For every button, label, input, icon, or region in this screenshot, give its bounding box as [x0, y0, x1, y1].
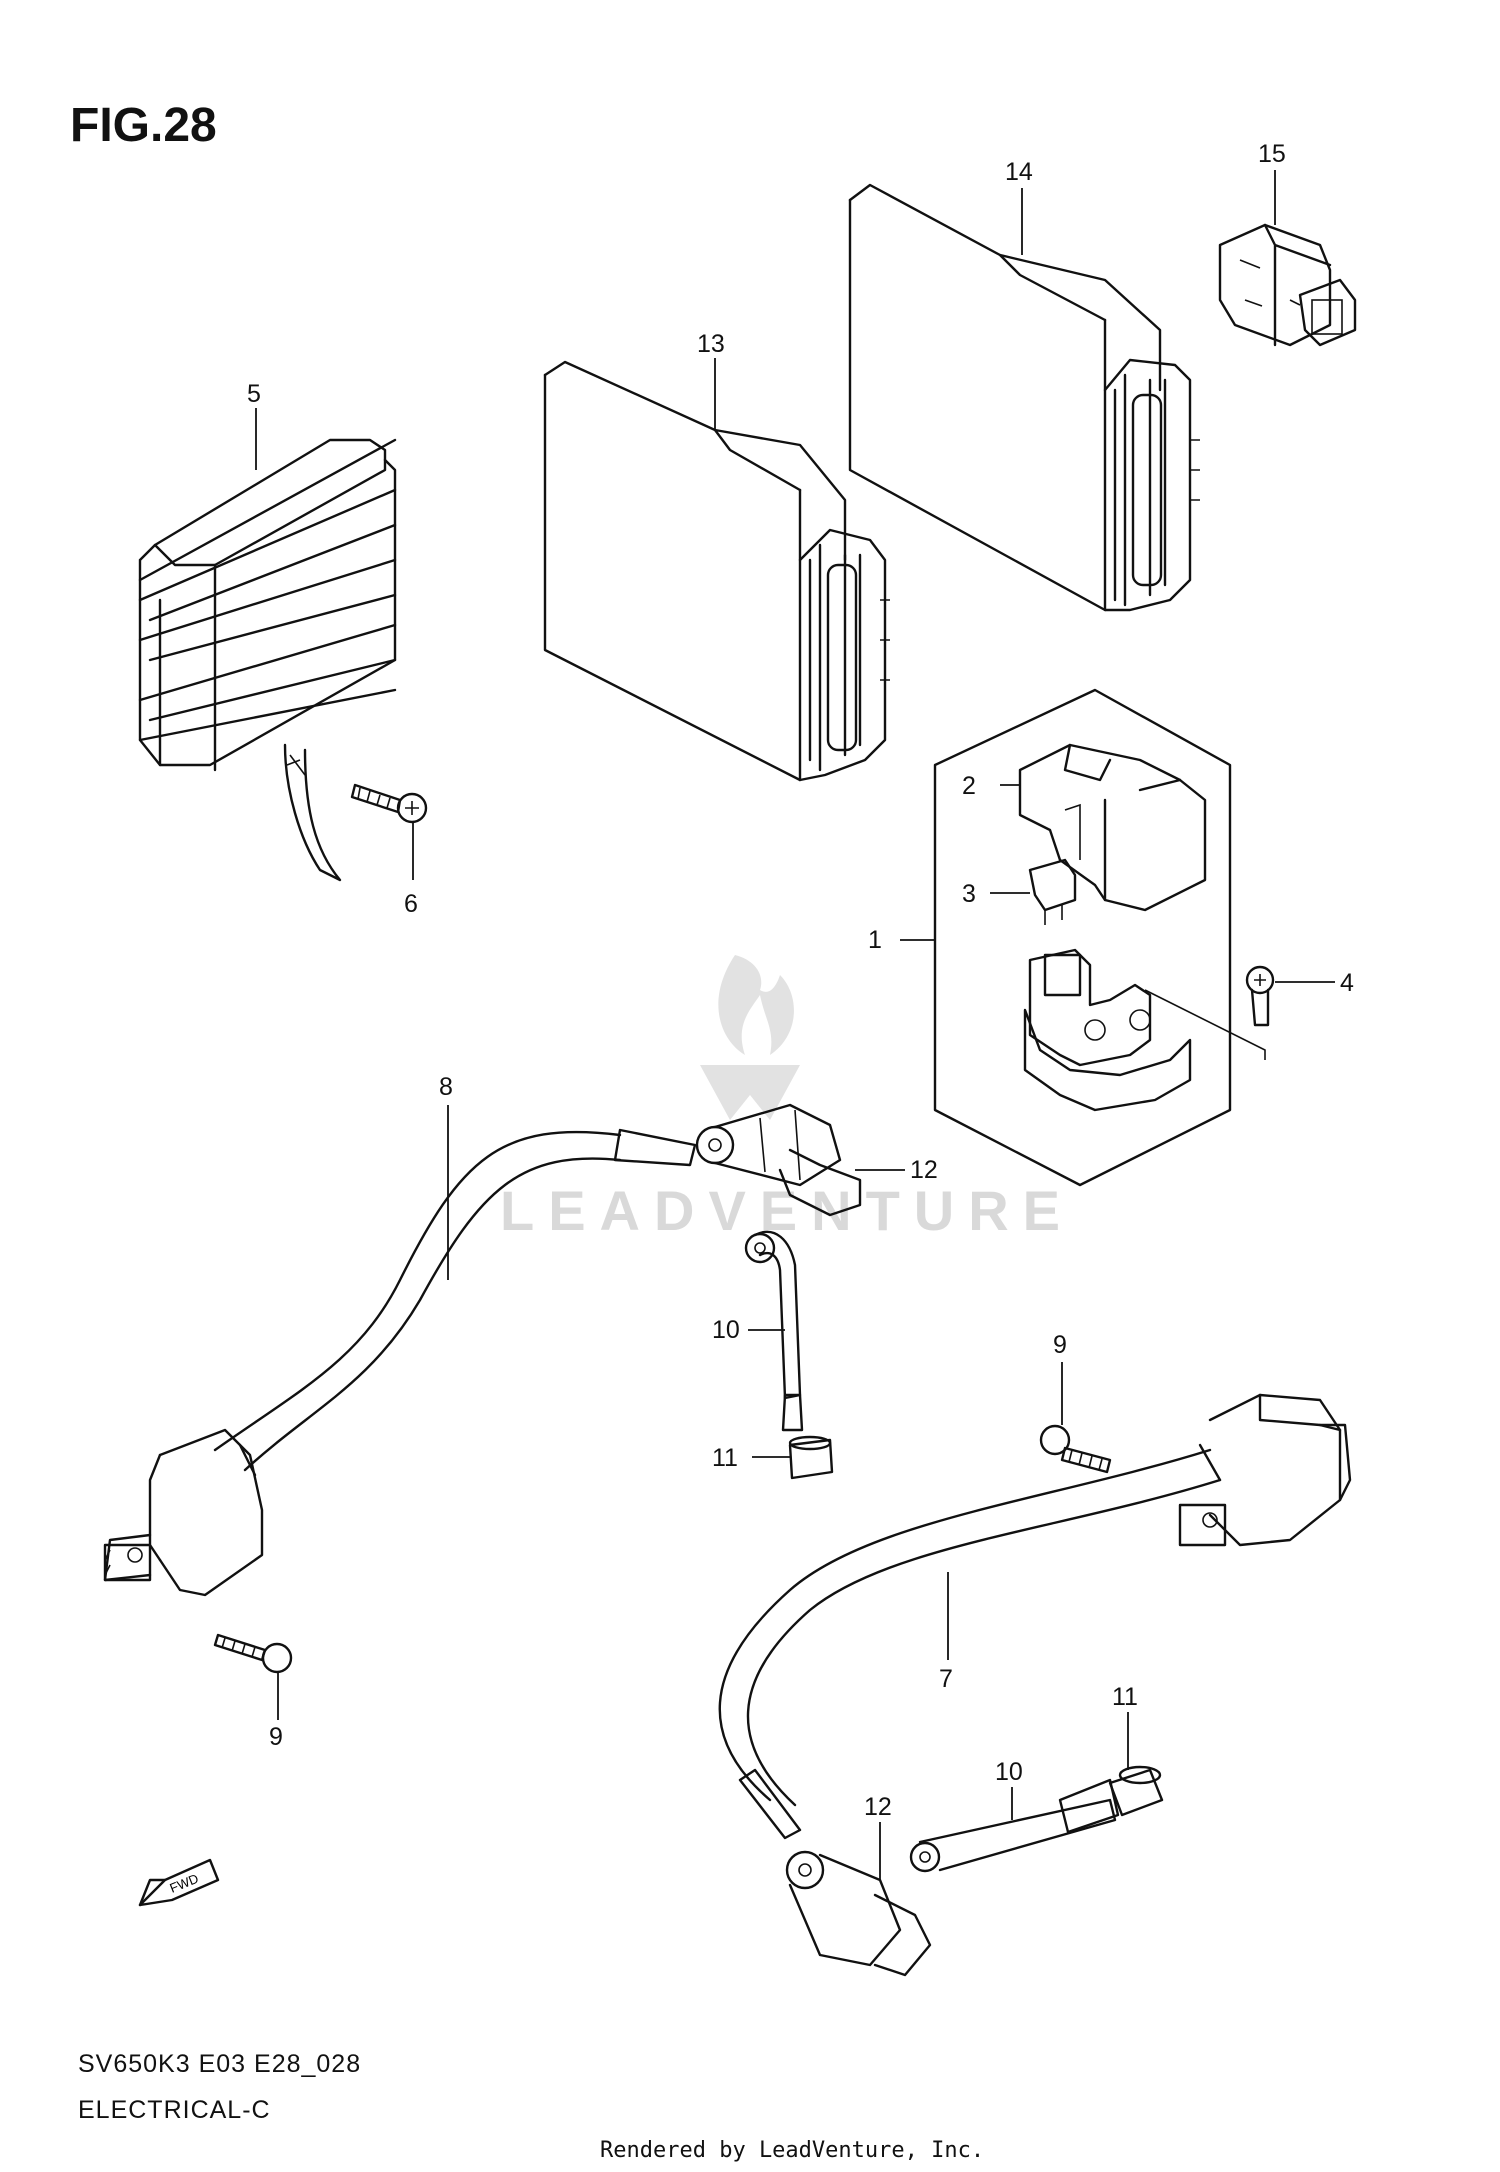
- callout-9-left: 9: [269, 1723, 283, 1751]
- figure-subtitle: ELECTRICAL-C: [78, 2096, 271, 2124]
- ecm-unit-13: [543, 360, 890, 782]
- callout-12-bottom: 12: [864, 1793, 892, 1821]
- starter-relay-assembly: [933, 688, 1275, 1187]
- callout-15: 15: [1258, 140, 1286, 168]
- forward-arrow-icon: FWD: [138, 1858, 220, 1907]
- plug-cap-12-bottom: [785, 1850, 932, 1977]
- plug-lead-10-bottom: [909, 1765, 1164, 1873]
- plug-lead-10-top: [744, 1230, 834, 1480]
- callout-10-bottom: 10: [995, 1758, 1023, 1786]
- model-code: SV650K3 E03 E28_028: [78, 2050, 362, 2078]
- ecm-unit-14: [848, 183, 1200, 612]
- connector-relay-15: [1218, 223, 1357, 347]
- callout-1: 1: [868, 926, 882, 954]
- leader-lines: [255, 170, 1335, 1880]
- callout-4: 4: [1340, 969, 1354, 997]
- ignition-coil-8: [103, 1128, 697, 1674]
- callout-9-right: 9: [1053, 1331, 1067, 1359]
- callout-14: 14: [1005, 158, 1033, 186]
- callout-12-top: 12: [910, 1156, 938, 1184]
- plug-cap-12-top: [695, 1103, 862, 1217]
- regulator-rectifier: [138, 438, 428, 882]
- render-credit: Rendered by LeadVenture, Inc.: [600, 2138, 985, 2163]
- watermark: LEADVENTURE: [500, 955, 1074, 1242]
- callout-11-bottom: 11: [1112, 1683, 1138, 1711]
- callout-11-top: 11: [712, 1444, 738, 1472]
- callout-13: 13: [697, 330, 725, 358]
- fwd-label: FWD: [168, 1871, 201, 1896]
- callout-3: 3: [962, 880, 976, 908]
- callout-2: 2: [962, 772, 976, 800]
- callout-6: 6: [404, 890, 418, 918]
- callout-7: 7: [939, 1665, 953, 1693]
- watermark-text: LEADVENTURE: [500, 1179, 1074, 1242]
- figure-title: FIG.28: [70, 99, 217, 152]
- callout-8: 8: [439, 1073, 453, 1101]
- callouts: 5 6 13 14 15 2 3 1 4 8 12 10 11 9 9 7 11…: [247, 140, 1354, 1821]
- callout-10-top: 10: [712, 1316, 740, 1344]
- callout-5: 5: [247, 380, 261, 408]
- ignition-coil-7: [718, 1393, 1352, 1840]
